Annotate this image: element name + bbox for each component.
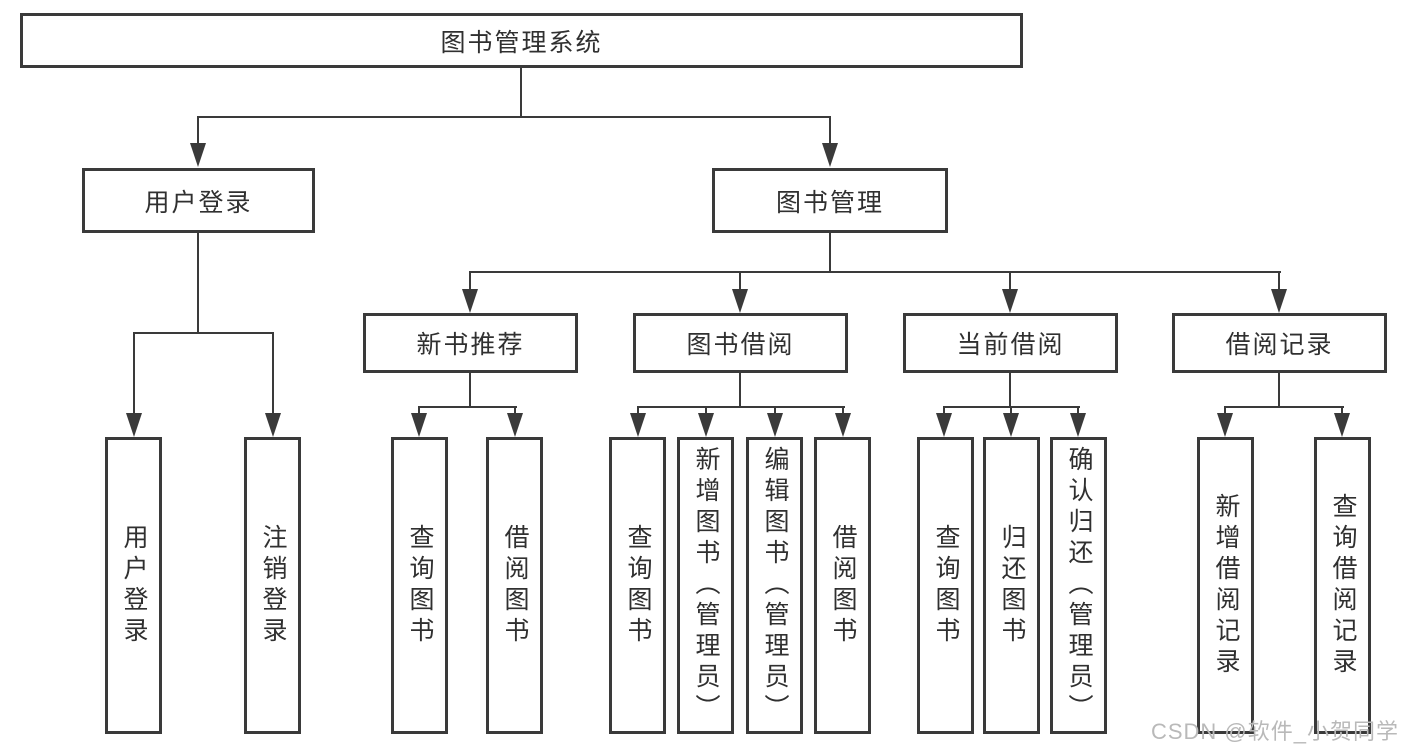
- connector-userlogin-stem: [197, 233, 199, 334]
- arrow-down-icon: [630, 413, 646, 437]
- connector-current-drop-2: [1010, 406, 1012, 415]
- arrow-down-icon: [822, 143, 838, 167]
- node-leaf-add-book-admin: 新增图书（管理员）: [677, 437, 734, 734]
- node-leaf-borrow-book-1: 借阅图书: [486, 437, 543, 734]
- connector-userlogin-drop-right: [272, 332, 274, 416]
- node-leaf-logout: 注销登录: [244, 437, 301, 734]
- node-leaf-edit-book-admin: 编辑图书（管理员）: [746, 437, 803, 734]
- connector-root-drop-right: [829, 116, 831, 146]
- node-leaf-query-book-2: 查询图书: [609, 437, 666, 734]
- node-leaf-query-book-3-label: 查询图书: [932, 523, 960, 648]
- node-leaf-user-login: 用户登录: [105, 437, 162, 734]
- connector-bookmgmt-drop-2: [739, 271, 741, 291]
- node-leaf-confirm-return-admin-label: 确认归还（管理员）: [1065, 446, 1093, 725]
- node-borrow-record-label: 借阅记录: [1225, 331, 1334, 359]
- connector-newbook-branch: [418, 406, 517, 408]
- connector-borrow-branch: [637, 406, 845, 408]
- connector-userlogin-branch: [133, 332, 274, 334]
- arrow-down-icon: [698, 413, 714, 437]
- node-root-label: 图书管理系统: [440, 28, 603, 57]
- node-book-borrow: 图书借阅: [633, 313, 848, 373]
- arrow-down-icon: [1271, 289, 1287, 313]
- arrow-down-icon: [1217, 413, 1233, 437]
- node-leaf-query-borrow-record-label: 查询借阅记录: [1329, 492, 1357, 679]
- node-leaf-user-login-label: 用户登录: [120, 523, 148, 648]
- connector-bookmgmt-drop-4: [1278, 271, 1280, 291]
- arrow-down-icon: [190, 143, 206, 167]
- arrow-down-icon: [732, 289, 748, 313]
- node-leaf-query-book-1-label: 查询图书: [406, 523, 434, 648]
- connector-newbook-drop-2: [514, 406, 516, 415]
- node-current-borrow: 当前借阅: [903, 313, 1118, 373]
- connector-current-drop-3: [1077, 406, 1079, 415]
- arrow-down-icon: [767, 413, 783, 437]
- arrow-down-icon: [265, 413, 281, 437]
- connector-record-drop-1: [1224, 406, 1226, 415]
- node-leaf-query-book-2-label: 查询图书: [624, 523, 652, 648]
- node-leaf-return-book: 归还图书: [983, 437, 1040, 734]
- csdn-watermark: CSDN @软件_小贺同学: [1150, 719, 1399, 744]
- node-current-borrow-label: 当前借阅: [956, 331, 1065, 359]
- connector-bookmgmt-stem: [829, 233, 831, 273]
- node-new-book-recommend: 新书推荐: [363, 313, 578, 373]
- connector-root-branch: [197, 116, 831, 118]
- arrow-down-icon: [1334, 413, 1350, 437]
- connector-bookmgmt-drop-3: [1009, 271, 1011, 291]
- node-leaf-return-book-label: 归还图书: [998, 523, 1026, 648]
- node-leaf-logout-label: 注销登录: [259, 523, 287, 648]
- node-leaf-query-borrow-record: 查询借阅记录: [1314, 437, 1371, 734]
- node-leaf-borrow-book-2-label: 借阅图书: [829, 523, 857, 648]
- connector-record-drop-2: [1341, 406, 1343, 415]
- arrow-down-icon: [1002, 289, 1018, 313]
- connector-root-stem: [520, 68, 522, 118]
- arrow-down-icon: [1003, 413, 1019, 437]
- node-book-management: 图书管理: [712, 168, 948, 233]
- node-user-login: 用户登录: [82, 168, 315, 233]
- arrow-down-icon: [462, 289, 478, 313]
- connector-root-drop-left: [197, 116, 199, 146]
- connector-userlogin-drop-left: [133, 332, 135, 416]
- node-leaf-query-book-3: 查询图书: [917, 437, 974, 734]
- node-leaf-add-book-admin-label: 新增图书（管理员）: [692, 446, 720, 725]
- connector-borrow-stem: [739, 373, 741, 408]
- connector-borrow-drop-1: [637, 406, 639, 415]
- connector-borrow-drop-2: [705, 406, 707, 415]
- node-leaf-borrow-book-2: 借阅图书: [814, 437, 871, 734]
- connector-newbook-drop-1: [418, 406, 420, 415]
- node-book-borrow-label: 图书借阅: [686, 331, 795, 359]
- arrow-down-icon: [936, 413, 952, 437]
- arrow-down-icon: [126, 413, 142, 437]
- node-leaf-borrow-book-1-label: 借阅图书: [501, 523, 529, 648]
- node-leaf-query-book-1: 查询图书: [391, 437, 448, 734]
- arrow-down-icon: [411, 413, 427, 437]
- node-user-login-label: 用户登录: [144, 188, 253, 217]
- connector-record-stem: [1278, 373, 1280, 408]
- connector-current-stem: [1009, 373, 1011, 408]
- connector-borrow-drop-3: [774, 406, 776, 415]
- node-leaf-add-borrow-record-label: 新增借阅记录: [1212, 492, 1240, 679]
- node-book-management-label: 图书管理: [775, 188, 884, 217]
- node-leaf-edit-book-admin-label: 编辑图书（管理员）: [761, 446, 789, 725]
- node-borrow-record: 借阅记录: [1172, 313, 1387, 373]
- connector-record-branch: [1224, 406, 1344, 408]
- arrow-down-icon: [835, 413, 851, 437]
- connector-bookmgmt-branch: [469, 271, 1281, 273]
- arrow-down-icon: [507, 413, 523, 437]
- connector-current-drop-1: [943, 406, 945, 415]
- node-leaf-confirm-return-admin: 确认归还（管理员）: [1050, 437, 1107, 734]
- node-root-system: 图书管理系统: [20, 13, 1023, 68]
- connector-borrow-drop-4: [842, 406, 844, 415]
- arrow-down-icon: [1070, 413, 1086, 437]
- node-new-book-recommend-label: 新书推荐: [416, 331, 525, 359]
- connector-bookmgmt-drop-1: [469, 271, 471, 291]
- node-leaf-add-borrow-record: 新增借阅记录: [1197, 437, 1254, 734]
- connector-newbook-stem: [469, 373, 471, 408]
